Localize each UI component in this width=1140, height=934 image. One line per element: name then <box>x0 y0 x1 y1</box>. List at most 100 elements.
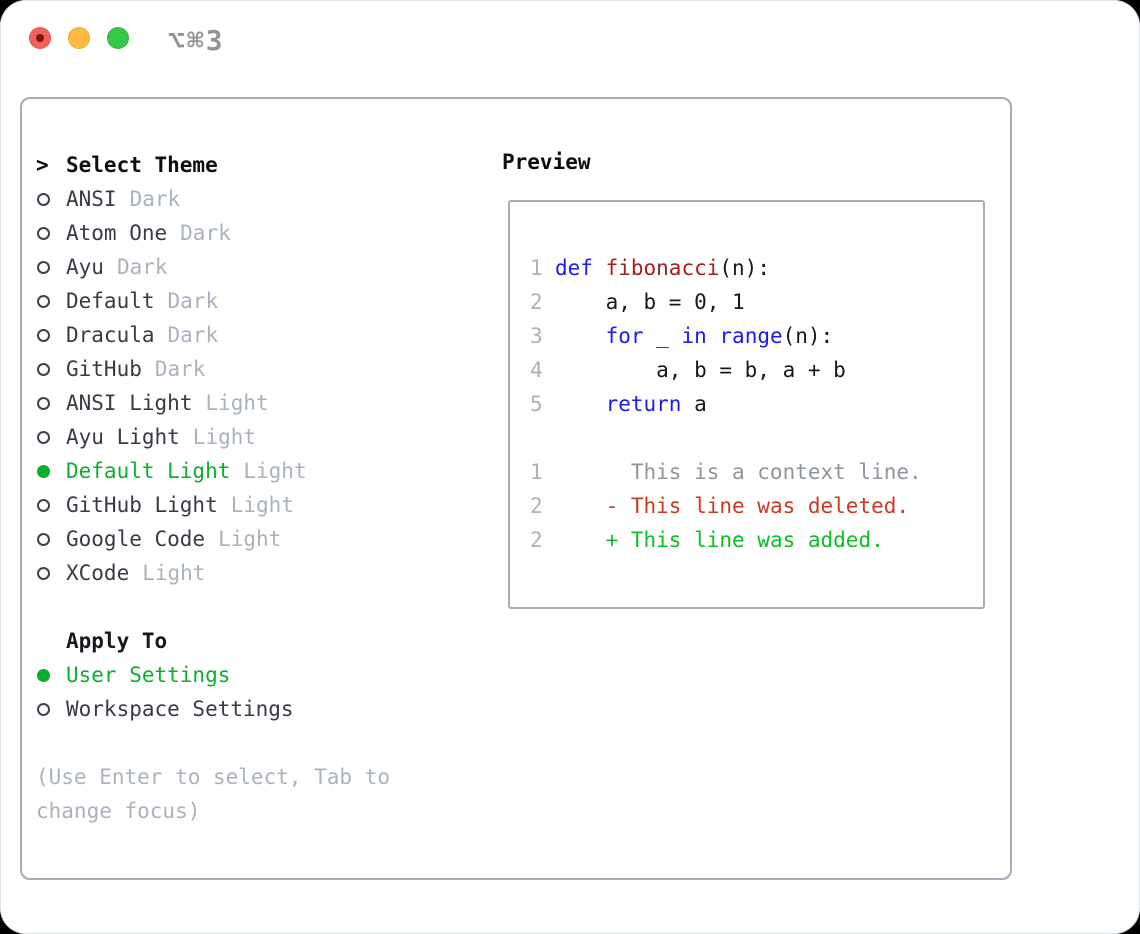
keyboard-hint-text: (Use Enter to select, Tab to <box>36 765 391 789</box>
code-line: 2 + This line was added. <box>530 523 983 557</box>
theme-variant-label: Dark <box>116 255 168 279</box>
code-line: 1 def fibonacci(n): <box>530 251 983 285</box>
theme-variant-label: Light <box>218 527 282 551</box>
radio-selected-icon <box>37 668 50 682</box>
apply-to-heading: Apply To <box>66 629 168 653</box>
radio-unselected-icon <box>37 328 50 342</box>
code-segment <box>555 528 606 552</box>
line-number: 3 <box>530 324 543 348</box>
theme-variant-label: Light <box>205 391 269 415</box>
theme-option-label: Google Code <box>66 527 206 551</box>
code-segment: fibonacci <box>605 256 720 280</box>
preview-heading: Preview <box>502 150 591 174</box>
code-segment: range <box>719 324 783 348</box>
code-segment <box>555 494 606 518</box>
radio-unselected-icon <box>37 566 50 580</box>
theme-option-label: Default <box>66 289 155 313</box>
theme-variant-label: Dark <box>167 323 219 347</box>
radio-selected-icon <box>37 464 50 478</box>
line-number: 5 <box>530 392 543 416</box>
theme-option-label: XCode <box>66 561 130 585</box>
apply-to-option-label: User Settings <box>66 663 231 687</box>
code-segment: a <box>681 392 707 416</box>
theme-option-xcode[interactable]: XCode Light <box>36 556 476 590</box>
radio-unselected-icon <box>37 532 50 546</box>
theme-option-ayu[interactable]: Ayu Dark <box>36 250 476 284</box>
focus-chevron-icon: > <box>36 153 49 177</box>
theme-option-label: Atom One <box>66 221 168 245</box>
theme-picker-heading: Select Theme <box>66 153 218 177</box>
code-segment: This is a context line. <box>555 460 922 484</box>
code-line: 3 for _ in range(n): <box>530 319 983 353</box>
radio-unselected-icon <box>37 294 50 308</box>
theme-variant-label: Light <box>142 561 206 585</box>
radio-unselected-icon <box>37 702 50 716</box>
theme-variant-label: Light <box>243 459 307 483</box>
code-segment: _ <box>643 324 682 348</box>
spacer <box>36 726 476 760</box>
theme-option-label: Ayu Light <box>66 425 180 449</box>
apply-to-option-user-settings[interactable]: User Settings <box>36 658 476 692</box>
line-number: 2 <box>530 528 543 552</box>
minimize-button[interactable] <box>68 27 90 49</box>
theme-option-github-light[interactable]: GitHub Light Light <box>36 488 476 522</box>
code-segment: a, b = 0, 1 <box>555 290 745 314</box>
radio-unselected-icon <box>37 192 50 206</box>
theme-option-google-code[interactable]: Google Code Light <box>36 522 476 556</box>
line-number: 2 <box>530 494 543 518</box>
code-segment: + This line was added. <box>605 528 884 552</box>
close-button[interactable] <box>29 27 51 49</box>
line-number: 2 <box>530 290 543 314</box>
radio-unselected-icon <box>37 362 50 376</box>
code-line: 2 - This line was deleted. <box>530 489 983 523</box>
theme-option-atom-one[interactable]: Atom One Dark <box>36 216 476 250</box>
theme-option-label: ANSI Light <box>66 391 193 415</box>
theme-option-github[interactable]: GitHub Dark <box>36 352 476 386</box>
code-segment: def <box>555 256 593 280</box>
radio-unselected-icon <box>37 226 50 240</box>
theme-variant-label: Light <box>230 493 294 517</box>
code-segment: - This line was deleted. <box>605 494 910 518</box>
close-dot-icon <box>36 34 44 42</box>
code-segment <box>593 256 606 280</box>
theme-option-label: GitHub <box>66 357 142 381</box>
code-segment: return <box>605 392 682 416</box>
theme-option-label: Ayu <box>66 255 104 279</box>
window-shortcut-label: ⌥⌘3 <box>168 24 225 57</box>
code-segment <box>707 324 720 348</box>
code-segment <box>555 324 606 348</box>
radio-unselected-icon <box>37 430 50 444</box>
theme-option-label: ANSI <box>66 187 117 211</box>
code-segment: (n): <box>719 256 770 280</box>
line-number: 4 <box>530 358 543 382</box>
code-line: 1 This is a context line. <box>530 455 983 489</box>
theme-option-default-light[interactable]: Default Light Light <box>36 454 476 488</box>
theme-variant-label: Dark <box>180 221 231 245</box>
theme-option-label: Default Light <box>66 459 231 483</box>
theme-option-label: Dracula <box>66 323 155 347</box>
maximize-button[interactable] <box>107 27 129 49</box>
keyboard-hint-text: change focus) <box>36 799 201 823</box>
line-number: 1 <box>530 460 543 484</box>
code-line: 4 a, b = b, a + b <box>530 353 983 387</box>
theme-option-ansi-light[interactable]: ANSI Light Light <box>36 386 476 420</box>
code-segment: for <box>605 324 644 348</box>
theme-option-dracula[interactable]: Dracula Dark <box>36 318 476 352</box>
apply-to-heading-row: Apply To <box>36 624 476 658</box>
code-segment: a, b = b, a + b <box>555 358 846 382</box>
radio-unselected-icon <box>37 260 50 274</box>
theme-variant-label: Dark <box>154 357 206 381</box>
code-blank-line <box>530 421 983 455</box>
titlebar: ⌥⌘3 <box>0 0 1140 76</box>
apply-to-option-workspace-settings[interactable]: Workspace Settings <box>36 692 476 726</box>
code-segment: (n): <box>782 324 834 348</box>
radio-unselected-icon <box>37 498 50 512</box>
theme-option-label: GitHub Light <box>66 493 218 517</box>
line-number: 1 <box>530 256 543 280</box>
